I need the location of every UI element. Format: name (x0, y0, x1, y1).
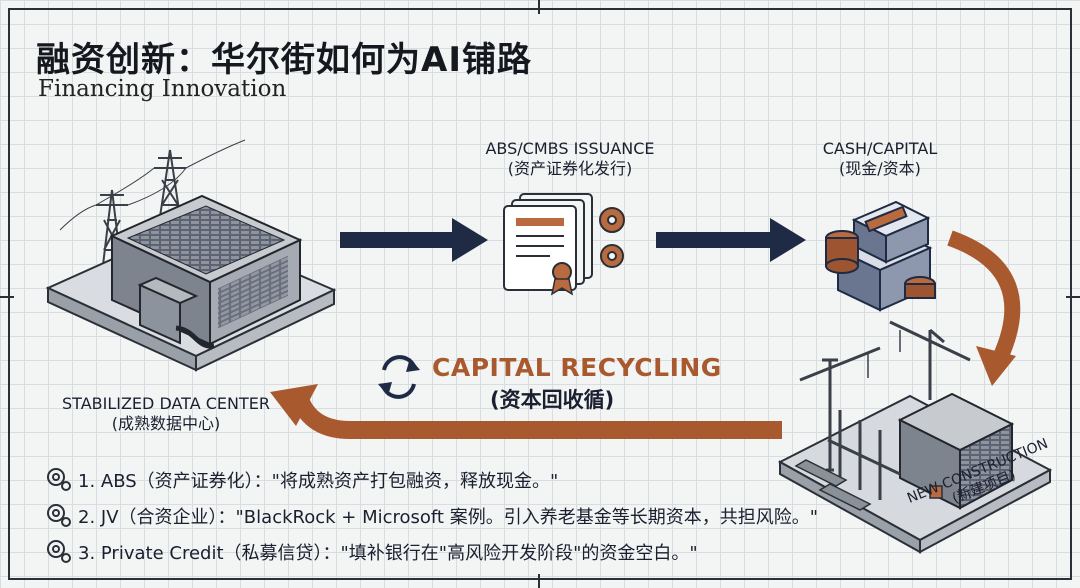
money-stack-icon (825, 200, 936, 312)
label-cash-capital: CASH/CAPITAL (现金/资本) (800, 139, 960, 179)
note-label: 3. Private Credit（私募信贷）： (78, 543, 341, 564)
page-subtitle: Financing Innovation (38, 76, 287, 102)
document-icon (503, 193, 593, 296)
gear-icon (47, 468, 71, 563)
frame-tick-left (0, 296, 14, 298)
note-quote: "填补银行在"高风险开发阶段"的资金空白。" (340, 543, 698, 564)
arrow-to-abs (340, 218, 488, 262)
outer-frame (8, 8, 1072, 580)
frame-tick-right (1066, 296, 1080, 298)
note-label: 2. JV（合资企业）： (78, 507, 236, 528)
list-item: 1. ABS（资产证券化）： "将成熟资产打包融资，释放现金。" (44, 462, 818, 498)
arrow-to-construction-head (976, 346, 1016, 386)
recycling-label: CAPITAL RECYCLING (432, 353, 722, 382)
frame-tick-bottom (538, 574, 540, 588)
notes-list: 1. ABS（资产证券化）： "将成熟资产打包融资，释放现金。" 2. JV（合… (44, 462, 818, 570)
data-center-building (45, 194, 337, 372)
page-title: 融资创新：华尔街如何为AI铺路 (36, 40, 532, 80)
crane-icon (799, 320, 971, 472)
power-tower-icon (59, 139, 246, 291)
note-label: 1. ABS（资产证券化）： (78, 471, 272, 492)
arrow-to-cash (656, 218, 806, 262)
recycle-icon (378, 355, 420, 399)
list-item: 3. Private Credit（私募信贷）： "填补银行在"高风险开发阶段"… (44, 534, 818, 570)
gear-icon (44, 538, 72, 566)
label-cash-zh: (现金/资本) (839, 159, 921, 178)
arrow-to-construction (947, 230, 1021, 362)
recycling-label-zh: (资本回收循) (490, 388, 615, 412)
label-abs-issuance: ABS/CMBS ISSUANCE (资产证券化发行) (470, 139, 670, 179)
note-quote: "将成熟资产打包融资，释放现金。" (271, 471, 559, 492)
gear-icon (44, 466, 72, 494)
gear-icon (599, 207, 625, 268)
recycling-arrow-head (270, 384, 318, 426)
note-quote: "BlackRock + Microsoft 案例。引入养老基金等长期资本，共担… (235, 507, 818, 528)
label-cash-en: CASH/CAPITAL (822, 139, 938, 158)
frame-tick-top (538, 0, 540, 14)
label-dc-zh: (成熟数据中心) (111, 414, 221, 433)
construction-site (777, 320, 1053, 554)
gear-icon (44, 502, 72, 530)
label-data-center: STABILIZED DATA CENTER (成熟数据中心) (56, 394, 276, 434)
label-abs-zh: (资产证券化发行) (507, 159, 633, 178)
list-item: 2. JV（合资企业）： "BlackRock + Microsoft 案例。引… (44, 498, 818, 534)
label-dc-en: STABILIZED DATA CENTER (62, 394, 270, 413)
label-abs-en: ABS/CMBS ISSUANCE (485, 139, 655, 158)
